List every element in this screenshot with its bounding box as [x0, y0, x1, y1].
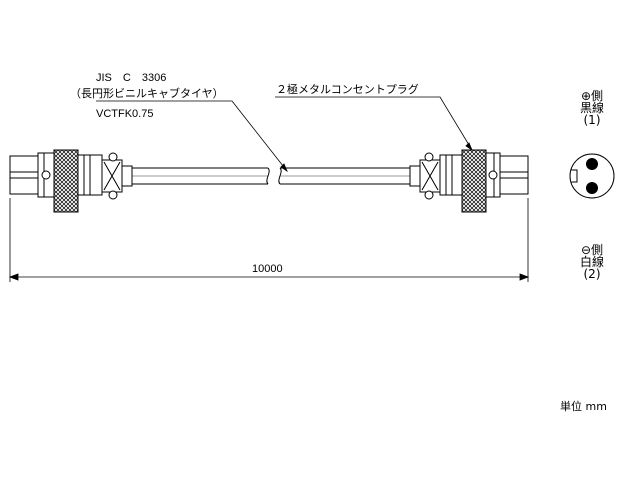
left-plug-pin-body: [9, 155, 39, 195]
cable-right-segment: [278, 167, 410, 185]
left-plug-screw: [41, 170, 51, 180]
cable-left-segment: [132, 167, 270, 185]
positive-pin-number: (1): [583, 113, 601, 127]
negative-side-label: ⊖側: [580, 243, 604, 257]
cable-type-label: VCTFK0.75: [96, 108, 154, 120]
left-plug: [9, 149, 133, 213]
cable-standard-label: JIS C 3306: [96, 72, 167, 84]
negative-wire-label: 白線: [579, 255, 604, 269]
length-dimension: [8, 198, 530, 282]
left-plug-bottom-screw: [108, 190, 118, 200]
right-plug-bottom-screw: [424, 190, 434, 200]
left-plug-top-screw: [108, 152, 118, 162]
right-plug-top-screw: [424, 152, 434, 162]
positive-wire-label: 黒線: [579, 101, 604, 115]
plug-leader: [275, 96, 473, 151]
cable-spec-leader: [96, 100, 288, 172]
left-plug-knurled-nut: [53, 149, 79, 213]
plug-end-view: [569, 153, 615, 199]
negative-pin-number: (2): [583, 267, 601, 281]
end-view-outer-circle: [569, 153, 615, 199]
right-plug-screw: [488, 170, 498, 180]
right-plug-knurled-nut: [461, 149, 487, 213]
pin-1-positive: [586, 158, 598, 170]
positive-side-label: ⊕側: [580, 89, 604, 103]
right-plug-boot: [439, 154, 463, 196]
pin-2-negative: [586, 182, 598, 194]
right-plug: [409, 149, 529, 213]
right-plug-pin-body: [499, 155, 529, 195]
plug-type-label: ２極メタルコンセントプラグ: [276, 83, 419, 96]
leader-lines: [96, 96, 473, 173]
cable-name-label: （長円形ビニルキャブタイヤ）: [70, 87, 224, 100]
unit-note: 単位 mm: [560, 400, 607, 413]
length-dimension-value: 10000: [252, 263, 283, 275]
